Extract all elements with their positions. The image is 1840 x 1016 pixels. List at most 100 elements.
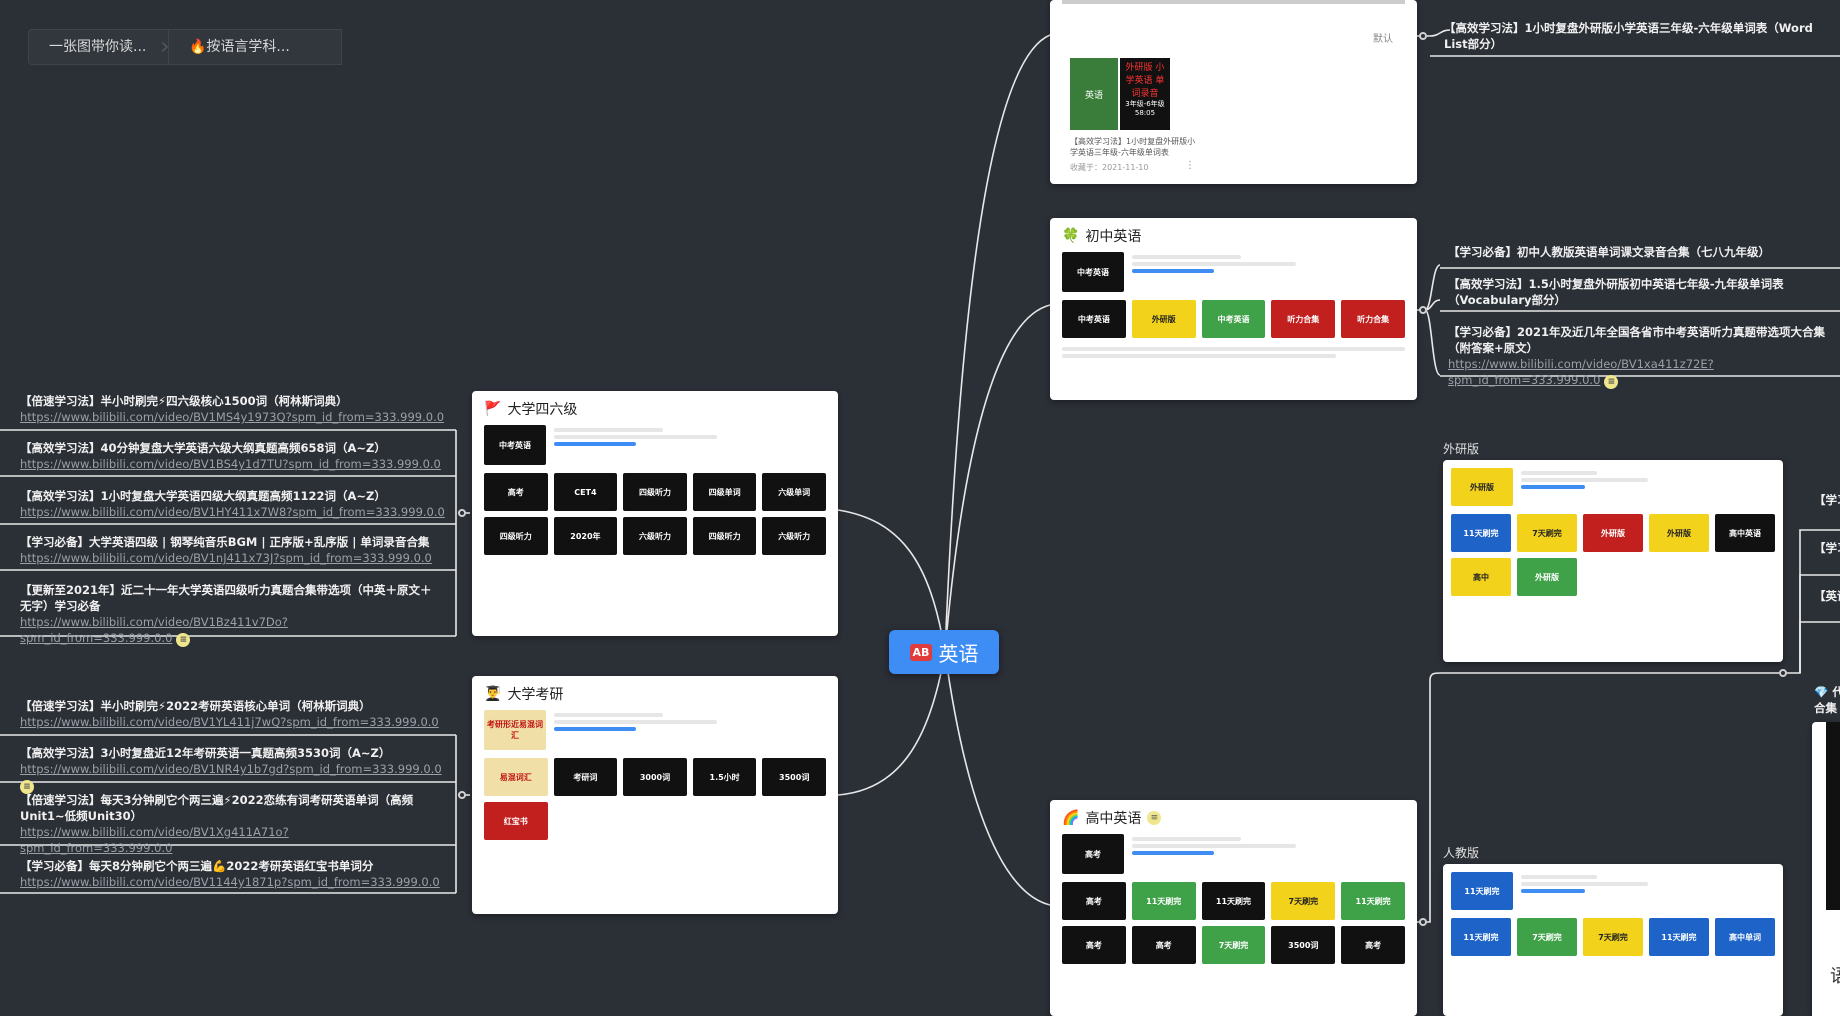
note-icon[interactable]: ≡ (176, 633, 191, 647)
list-item[interactable]: 【学习必备】初中人教版英语单词课文录音合集（七八九年级） (1448, 245, 1770, 259)
more-icon[interactable]: ⋮ (1185, 160, 1195, 171)
cropped-label[interactable]: 【英语 (1814, 589, 1840, 603)
list-item[interactable]: 【高效学习法】40分钟复盘大学英语六级大纲真题高频658词（A~Z） https… (20, 441, 441, 471)
video-thumbnail[interactable]: 六级单词 (762, 473, 826, 511)
video-thumbnail[interactable]: 11天刷完 (1451, 514, 1511, 552)
kaoyan-card[interactable]: 👨‍🎓 大学考研 考研形近易混词汇 易混词汇 考研词 3000词 1.5小时 3… (472, 676, 838, 914)
link[interactable]: https://www.bilibili.com/video/BV1Bz411v… (20, 615, 288, 645)
note-icon[interactable]: ≡ (1147, 811, 1162, 825)
video-thumbnail[interactable]: 四级单词 (692, 473, 757, 511)
link[interactable]: https://www.bilibili.com/video/BV1144y18… (20, 875, 440, 889)
note-icon[interactable]: ≡ (1604, 375, 1619, 389)
video-thumbnail[interactable]: 3000词 (623, 758, 687, 796)
video-thumbnail[interactable]: 1.5小时 (692, 758, 757, 796)
link[interactable]: https://www.bilibili.com/video/BV1HY411x… (20, 505, 445, 519)
senior-english-card[interactable]: 🌈 高中英语 ≡ 高考 高考 11天刷完 11天刷完 7天刷完 11天刷完 高考… (1050, 800, 1417, 1016)
video-thumbnail[interactable]: 考研形近易混词汇 (484, 710, 546, 750)
video-thumbnail[interactable]: 高考 (1131, 926, 1196, 964)
junior-english-card[interactable]: 🍀 初中英语 中考英语 中考英语 外研版 中考英语 听力合集 听力合集 (1050, 218, 1417, 400)
video-thumbnail[interactable]: 7天刷完 (1517, 514, 1577, 552)
video-thumbnail[interactable]: 3500词 (1271, 926, 1336, 964)
video-thumbnail[interactable]: 11天刷完 (1131, 882, 1196, 920)
video-thumbnail[interactable]: 3500词 (762, 758, 826, 796)
video-thumbnail[interactable]: 7天刷完 (1583, 918, 1643, 956)
video-thumbnail[interactable]: 外研版 (1517, 558, 1577, 596)
list-item[interactable]: 【更新至2021年】近二十一年大学英语四级听力真题合集带选项（中英＋原文＋无字）… (20, 583, 432, 647)
cropped-label[interactable]: 合集 (1814, 701, 1837, 715)
link[interactable]: https://www.bilibili.com/video/BV1xa411z… (1448, 357, 1714, 387)
link[interactable]: https://www.bilibili.com/video/BV1YL411j… (20, 715, 439, 729)
video-caption[interactable]: 【高效学习法】1小时复盘外研版小学英语三年级-六年级单词表 (1070, 137, 1196, 157)
video-thumbnail[interactable]: 听力合集 (1341, 300, 1405, 338)
video-thumbnail[interactable]: 四级听力 (692, 517, 757, 555)
video-thumbnail[interactable]: 考研词 (553, 758, 618, 796)
central-topic-node[interactable]: AB 英语 (889, 630, 999, 674)
video-thumbnail[interactable]: 中考英语 (1062, 252, 1124, 292)
video-thumbnail[interactable]: 高中 (1451, 558, 1511, 596)
video-thumbnail[interactable]: 中考英语 (484, 425, 546, 465)
renjiao-card[interactable]: 11天刷完 11天刷完 7天刷完 7天刷完 11天刷完 高中单词 (1443, 864, 1783, 1016)
list-item[interactable]: 【高效学习法】1小时复盘外研版小学英语三年级-六年级单词表（Word List部… (1444, 21, 1813, 51)
video-thumbnail[interactable]: 11天刷完 (1451, 872, 1513, 910)
waiyan-card[interactable]: 外研版 11天刷完 7天刷完 外研版 外研版 高中英语 高中 外研版 (1443, 460, 1783, 662)
video-thumbnail[interactable]: 高考 (1062, 882, 1126, 920)
video-thumbnail[interactable]: 外研版 (1649, 514, 1709, 552)
list-item[interactable]: 【学习必备】大学英语四级 | 钢琴纯音乐BGM | 正序版+乱序版 | 单词录音… (20, 535, 432, 565)
waiyan-label: 外研版 (1443, 442, 1480, 456)
link[interactable]: https://www.bilibili.com/video/BV1MS4y19… (20, 410, 445, 424)
video-thumbnail[interactable]: 四级听力 (623, 473, 687, 511)
list-item[interactable]: 【倍速学习法】每天3分钟刷它个两三遍⚡2022恋练有词考研英语单词（高频Unit… (20, 793, 414, 855)
video-thumbnail[interactable]: 高考 (1062, 834, 1124, 874)
list-item[interactable]: 【高效学习法】1.5小时复盘外研版初中英语七年级-九年级单词表（Vocabula… (1448, 277, 1784, 307)
node-dot (1779, 669, 1787, 677)
video-thumbnail[interactable]: 外研版 (1583, 514, 1643, 552)
breadcrumb-item-2[interactable]: 🔥按语言学科... (168, 29, 342, 65)
video-thumbnail[interactable]: 高中单词 (1715, 918, 1775, 956)
video-thumbnail[interactable]: 中考英语 (1062, 300, 1126, 338)
list-item[interactable]: 【倍速学习法】半小时刷完⚡四六级核心1500词（柯林斯词典） https://w… (20, 394, 445, 424)
video-thumbnail[interactable]: 7天刷完 (1271, 882, 1336, 920)
video-thumbnail[interactable]: 四级听力 (484, 517, 548, 555)
link[interactable]: https://www.bilibili.com/video/BV1BS4y1d… (20, 457, 441, 471)
video-thumbnail[interactable]: 高考 (484, 473, 548, 511)
video-thumbnail[interactable]: 11天刷完 (1649, 918, 1709, 956)
cropped-label[interactable]: 【学习 (1814, 541, 1840, 555)
video-thumbnail[interactable]: 高中英语 (1715, 514, 1775, 552)
video-thumbnail[interactable]: 易混词汇 (484, 758, 548, 796)
note-icon[interactable]: ≡ (20, 780, 34, 794)
cropped-label[interactable]: 【学习 (1814, 493, 1840, 507)
node-dot (458, 791, 466, 799)
list-item[interactable]: 【学习必备】2021年及近几年全国各省市中考英语听力真题带选项大合集（附答案+原… (1448, 325, 1826, 389)
primary-english-card[interactable]: 默认 英语 外研版 小学英语 单词录音 3年级-6年级 58:05 【高效学习法… (1050, 0, 1417, 184)
node-dot (1419, 918, 1427, 926)
video-thumbnail[interactable]: CET4 (553, 473, 618, 511)
link[interactable]: https://www.bilibili.com/video/BV1Xg411A… (20, 825, 289, 855)
video-thumbnail[interactable]: 红宝书 (484, 802, 548, 840)
video-thumbnail[interactable]: 11天刷完 (1341, 882, 1405, 920)
ab-icon: AB (909, 643, 933, 661)
video-thumbnail[interactable]: 中考英语 (1201, 300, 1266, 338)
video-thumbnail[interactable]: 外研版 (1451, 468, 1513, 506)
video-thumbnail[interactable]: 11天刷完 (1201, 882, 1266, 920)
cropped-card[interactable]: 语 (1812, 722, 1840, 1016)
link[interactable]: https://www.bilibili.com/video/BV1NR4y1b… (20, 762, 442, 776)
video-thumbnail[interactable]: 高考 (1062, 926, 1126, 964)
list-item[interactable]: 【高效学习法】3小时复盘近12年考研英语一真题高频3530词（A~Z） http… (20, 746, 442, 794)
list-item[interactable]: 【倍速学习法】半小时刷完⚡2022考研英语核心单词（柯林斯词典） https:/… (20, 699, 439, 729)
video-thumbnail[interactable]: 六级听力 (762, 517, 826, 555)
list-item[interactable]: 【学习必备】每天8分钟刷它个两三遍💪2022考研英语红宝书单词分 https:/… (20, 859, 440, 889)
video-thumbnail[interactable]: 外研版 (1131, 300, 1196, 338)
video-thumbnail[interactable]: 11天刷完 (1451, 918, 1511, 956)
video-thumbnail[interactable]: 7天刷完 (1517, 918, 1577, 956)
video-thumbnail[interactable]: 高考 (1341, 926, 1405, 964)
cropped-label[interactable]: 💎 代 (1814, 685, 1840, 699)
list-item[interactable]: 【高效学习法】1小时复盘大学英语四级大纲真题高频1122词（A~Z） https… (20, 489, 445, 519)
video-thumbnail[interactable]: 2020年 (553, 517, 618, 555)
video-thumbnail[interactable]: 7天刷完 (1201, 926, 1266, 964)
video-thumbnail[interactable]: 听力合集 (1271, 300, 1336, 338)
card-title: 🚩 大学四六级 (484, 401, 578, 418)
link[interactable]: https://www.bilibili.com/video/BV1nJ411x… (20, 551, 432, 565)
video-thumbnail[interactable]: 六级听力 (623, 517, 687, 555)
cet-card[interactable]: 🚩 大学四六级 中考英语 高考 CET4 四级听力 四级单词 六级单词 四级听力… (472, 391, 838, 636)
